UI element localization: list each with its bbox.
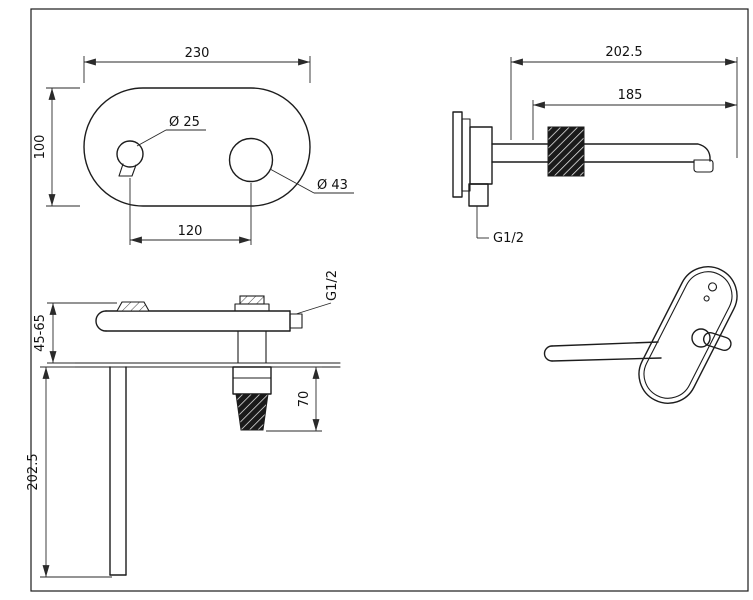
handle-base bbox=[232, 366, 272, 395]
dim-wall-depth: 45-65 bbox=[33, 302, 117, 364]
leader-line bbox=[269, 168, 315, 194]
valve-body bbox=[469, 126, 493, 185]
leader-line bbox=[136, 129, 167, 147]
outlet-port bbox=[116, 301, 150, 312]
inlet-port bbox=[289, 313, 303, 329]
spout-top-edge bbox=[491, 143, 711, 162]
side-view: 202.5 185 G1/2 bbox=[452, 45, 738, 246]
label-hole-small: Ø 25 bbox=[136, 115, 206, 147]
isometric-view bbox=[543, 266, 738, 404]
hole-d25-notch bbox=[118, 163, 137, 177]
iso-spout-tip bbox=[543, 345, 553, 362]
hole-d43 bbox=[228, 137, 274, 183]
dim-label-hole-spacing: 120 bbox=[178, 224, 203, 239]
dim-label-plate-height: 100 bbox=[33, 135, 48, 160]
wall-flange bbox=[452, 111, 463, 198]
label-plan-inlet-thread: G1/2 bbox=[295, 270, 340, 315]
mounting-plate-outline bbox=[83, 87, 311, 207]
valve-tube-cap bbox=[95, 310, 107, 332]
dim-spout-length: 185 bbox=[532, 88, 737, 140]
iso-plate-group bbox=[638, 266, 738, 404]
dim-label-trim-depth: 70 bbox=[297, 391, 312, 408]
back-plate bbox=[461, 118, 471, 192]
iso-spout-bottom bbox=[551, 357, 662, 362]
iso-screw-small bbox=[703, 295, 710, 302]
dim-label-spout-length: 185 bbox=[618, 88, 643, 103]
handle-lever bbox=[235, 393, 269, 431]
inlet-connection bbox=[468, 183, 489, 207]
dim-plate-height: 100 bbox=[33, 87, 80, 207]
aerator-tip bbox=[693, 159, 714, 173]
dim-label-hole-small: Ø 25 bbox=[169, 115, 200, 130]
leader-line bbox=[295, 302, 332, 315]
dim-label-plan-inlet-thread: G1/2 bbox=[325, 270, 340, 301]
dim-overall-length: 202.5 bbox=[510, 45, 738, 158]
dim-plate-width: 230 bbox=[83, 46, 311, 83]
dim-label-plate-width: 230 bbox=[185, 46, 210, 61]
dim-label-wall-depth: 45-65 bbox=[33, 314, 48, 352]
label-hole-large: Ø 43 bbox=[269, 168, 354, 194]
iso-plate-inner-edge bbox=[643, 271, 733, 399]
dim-label-inlet-thread: G1/2 bbox=[493, 231, 524, 246]
label-inlet-thread: G1/2 bbox=[476, 206, 524, 246]
iso-handle-lever bbox=[702, 331, 732, 352]
dim-spout-projection: 202.5 bbox=[26, 366, 112, 578]
iso-spout-top bbox=[551, 341, 659, 347]
plan-view: 45-65 202.5 70 G1/2 bbox=[26, 270, 341, 578]
iso-screw bbox=[707, 282, 718, 292]
dim-label-hole-large: Ø 43 bbox=[317, 178, 348, 193]
iso-handle-base bbox=[691, 328, 711, 348]
mounting-nut-section bbox=[547, 126, 585, 177]
front-view: 230 100 Ø 25 Ø 43 120 bbox=[33, 46, 354, 245]
cartridge-collar bbox=[234, 303, 270, 312]
dim-trim-depth: 70 bbox=[266, 366, 322, 432]
hole-d25 bbox=[116, 140, 144, 168]
iso-mounting-plate bbox=[638, 266, 738, 404]
sheet-border bbox=[30, 8, 749, 592]
dim-label-spout-projection: 202.5 bbox=[26, 453, 41, 490]
cartridge-cap bbox=[239, 295, 265, 305]
dim-hole-spacing: 120 bbox=[129, 178, 252, 245]
dim-label-overall-length: 202.5 bbox=[605, 45, 642, 60]
